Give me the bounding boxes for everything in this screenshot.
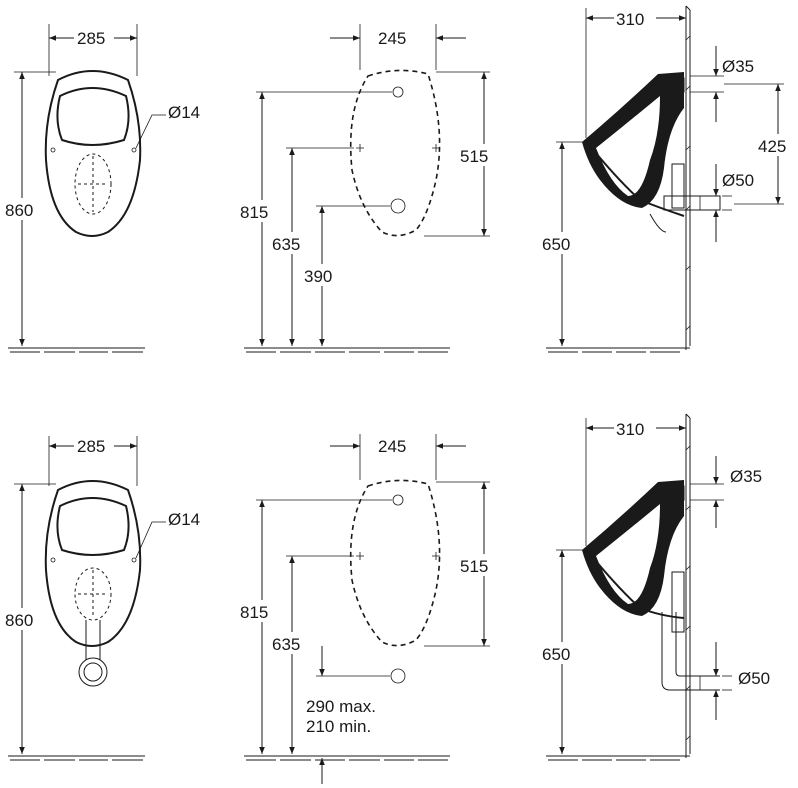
dim-mount-width-top: 245 xyxy=(378,29,406,48)
dim-rim-height-top: 650 xyxy=(542,235,570,254)
mounting-view-top: 245 515 815 635 390 xyxy=(238,24,498,353)
dim-spacing-425: 425 xyxy=(758,137,786,156)
dim-mount-height-bottom: 515 xyxy=(460,557,488,576)
dim-depth-bottom: 310 xyxy=(616,420,644,439)
dim-inlet-dia-bottom: Ø35 xyxy=(730,467,762,486)
dim-bowl-width-top: 285 xyxy=(77,29,105,48)
dim-rim-height-bottom: 650 xyxy=(542,645,570,664)
dim-outlet-min: 210 min. xyxy=(306,717,371,736)
dim-inlet-dia-top: Ø35 xyxy=(722,57,754,76)
dim-mount-height-top: 515 xyxy=(460,147,488,166)
dim-hole-dia-bottom: Ø14 xyxy=(168,510,200,529)
dim-635-top: 635 xyxy=(272,235,300,254)
dim-815-bottom: 815 xyxy=(240,603,268,622)
dim-bowl-width-bottom: 285 xyxy=(77,437,105,456)
dim-815-top: 815 xyxy=(240,203,268,222)
dim-outlet-max: 290 max. xyxy=(306,697,376,716)
dim-390-top: 390 xyxy=(304,267,332,286)
dim-outlet-dia-bottom: Ø50 xyxy=(738,669,770,688)
dim-height-top: 860 xyxy=(5,201,33,220)
dim-outlet-dia-top: Ø50 xyxy=(722,171,754,190)
dim-mount-width-bottom: 245 xyxy=(378,437,406,456)
dim-height-bottom: 860 xyxy=(5,611,33,630)
side-view-bottom: 310 Ø35 Ø50 650 xyxy=(540,413,770,761)
side-view-top: 310 Ø35 Ø50 425 650 xyxy=(540,5,796,353)
dim-depth-top: 310 xyxy=(616,10,644,29)
dim-635-bottom: 635 xyxy=(272,635,300,654)
dim-hole-dia-top: Ø14 xyxy=(168,103,200,122)
front-view-top: 285 860 Ø14 xyxy=(4,24,200,353)
mounting-view-bottom: 245 515 815 635 290 max. 210 min. xyxy=(238,434,498,784)
front-view-bottom: 285 860 Ø14 xyxy=(4,434,200,761)
